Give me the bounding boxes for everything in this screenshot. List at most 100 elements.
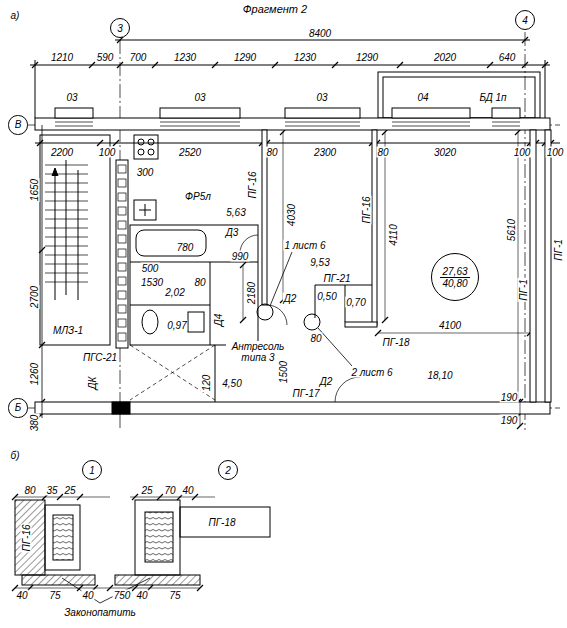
- dimension-label: 03: [315, 92, 328, 103]
- axis-name: Б: [13, 402, 24, 413]
- dimension-label: 1500: [278, 360, 289, 384]
- dimension-label: 1650: [29, 178, 40, 202]
- dimension-label: Д4: [213, 313, 224, 328]
- dimension-label: ПГ-18: [381, 337, 410, 348]
- dimension-label: 1290: [233, 52, 257, 63]
- dimension-label: 500: [141, 263, 160, 274]
- dimension-label: 1530: [140, 277, 164, 288]
- dimension-label: БД 1п: [478, 92, 507, 103]
- dimension-label: 100: [546, 147, 565, 158]
- dimension-label: Д3: [225, 227, 240, 238]
- dimension-label: Д2: [319, 376, 334, 387]
- leader-line: [100, 578, 150, 603]
- dimension-label: 1210: [50, 52, 74, 63]
- dimension-label: МЛЗ-1: [52, 325, 84, 336]
- dimension-label: Д2: [283, 293, 298, 304]
- axis-name: 4: [520, 15, 530, 26]
- dimension-label: 1 лист 6: [283, 240, 326, 251]
- axis-marker: Б: [8, 398, 27, 417]
- dimension-label: а): [10, 10, 21, 21]
- dimension-label: 03: [65, 92, 78, 103]
- dimension-label: 1230: [173, 52, 197, 63]
- dimension-label: 780: [176, 242, 195, 253]
- dimension-label: 5610: [506, 218, 517, 242]
- dimension-label: 80: [265, 147, 278, 158]
- dimension-label: 0,50: [316, 291, 337, 302]
- axis-marker: 3: [110, 18, 130, 38]
- axis-marker: В: [8, 115, 27, 134]
- fragment-title: Фрагмент 2: [241, 3, 309, 15]
- axis-name: В: [13, 119, 24, 130]
- axis-marker: 4: [515, 10, 535, 30]
- dimension-label: 40: [81, 590, 94, 601]
- dimension-label: 100: [98, 147, 117, 158]
- dimension-label: ПГ-16: [247, 170, 258, 199]
- dimension-label: 80: [376, 147, 389, 158]
- dimension-label: б): [10, 450, 21, 461]
- area-value: 40,80: [440, 278, 469, 289]
- dimension-label: 750: [113, 590, 132, 601]
- dimension-label: 0,70: [345, 297, 366, 308]
- dimension-label: 80: [309, 333, 322, 344]
- dimension-label: 2,02: [164, 287, 185, 298]
- dimension-label: 3020: [433, 147, 457, 158]
- dimension-label: 75: [168, 590, 181, 601]
- dimension-label: 4030: [286, 203, 297, 227]
- dimension-label: ПГ-16: [21, 523, 32, 552]
- dimension-label: 40: [181, 485, 194, 496]
- dimension-label: 25: [140, 485, 153, 496]
- dimension-label: 100: [513, 147, 532, 158]
- dimension-label: ПГ-1: [518, 278, 529, 302]
- dimension-label: ПГ-21: [322, 273, 351, 284]
- axis-name: 1: [87, 465, 97, 476]
- dimension-label: 1290: [355, 52, 379, 63]
- dimension-label: 80: [23, 485, 36, 496]
- dimension-label: 4,50: [221, 378, 242, 389]
- dimension-label: 40: [15, 590, 28, 601]
- dimension-label: 2 лист 6: [350, 367, 393, 378]
- dimension-label: 300: [136, 167, 155, 178]
- dimension-label: 9,53: [309, 257, 330, 268]
- dimension-label: 190: [500, 415, 519, 426]
- leader-line: [62, 578, 100, 603]
- area-marker: 27,6340,80: [431, 253, 479, 301]
- dimension-label: 4100: [438, 320, 462, 331]
- dimension-label: 590: [96, 52, 115, 63]
- dimension-label: 2200: [50, 147, 74, 158]
- axis-name: 2: [223, 465, 233, 476]
- dimension-label: ДК: [87, 376, 98, 391]
- dimension-label: 70: [163, 485, 176, 496]
- dimension-label: 40: [135, 590, 148, 601]
- dimension-label: 35: [45, 485, 58, 496]
- dimension-label: 380: [29, 414, 40, 433]
- dimension-label: 2180: [246, 281, 257, 305]
- dimension-label: 120: [201, 374, 212, 393]
- axis-marker: 1: [82, 460, 102, 480]
- dimension-label: 2020: [433, 52, 457, 63]
- dimension-label: ПГ-16: [361, 195, 372, 224]
- dimension-label: 4110: [388, 223, 399, 247]
- dimension-label: 2300: [313, 147, 337, 158]
- dimension-label: 640: [498, 52, 517, 63]
- leader-line: [318, 328, 352, 366]
- axis-marker: 2: [218, 460, 238, 480]
- dimension-label: 190: [500, 392, 519, 403]
- dimension-label: ФР5л: [184, 191, 212, 202]
- dimension-label: ПГ-17: [291, 388, 320, 399]
- dimension-label: ПГ-18: [207, 517, 236, 528]
- dimension-label: 04: [416, 92, 429, 103]
- dimension-label: 18,10: [426, 370, 453, 381]
- dimension-label: 2520: [178, 147, 202, 158]
- dimension-label: 75: [48, 590, 61, 601]
- dimension-label: 8400: [308, 28, 332, 39]
- axis-name: 3: [115, 23, 125, 34]
- dimension-label: 25: [63, 485, 76, 496]
- dimension-label: 0,97: [166, 320, 187, 331]
- dimension-label: 03: [193, 92, 206, 103]
- area-value: 27,63: [440, 266, 469, 278]
- dimension-label: 2700: [29, 285, 40, 309]
- dimension-label: Законопатить: [63, 607, 137, 618]
- dimension-label: 80: [193, 277, 206, 288]
- dimension-label: ПГС-21: [82, 352, 118, 363]
- dimension-label: 700: [129, 52, 148, 63]
